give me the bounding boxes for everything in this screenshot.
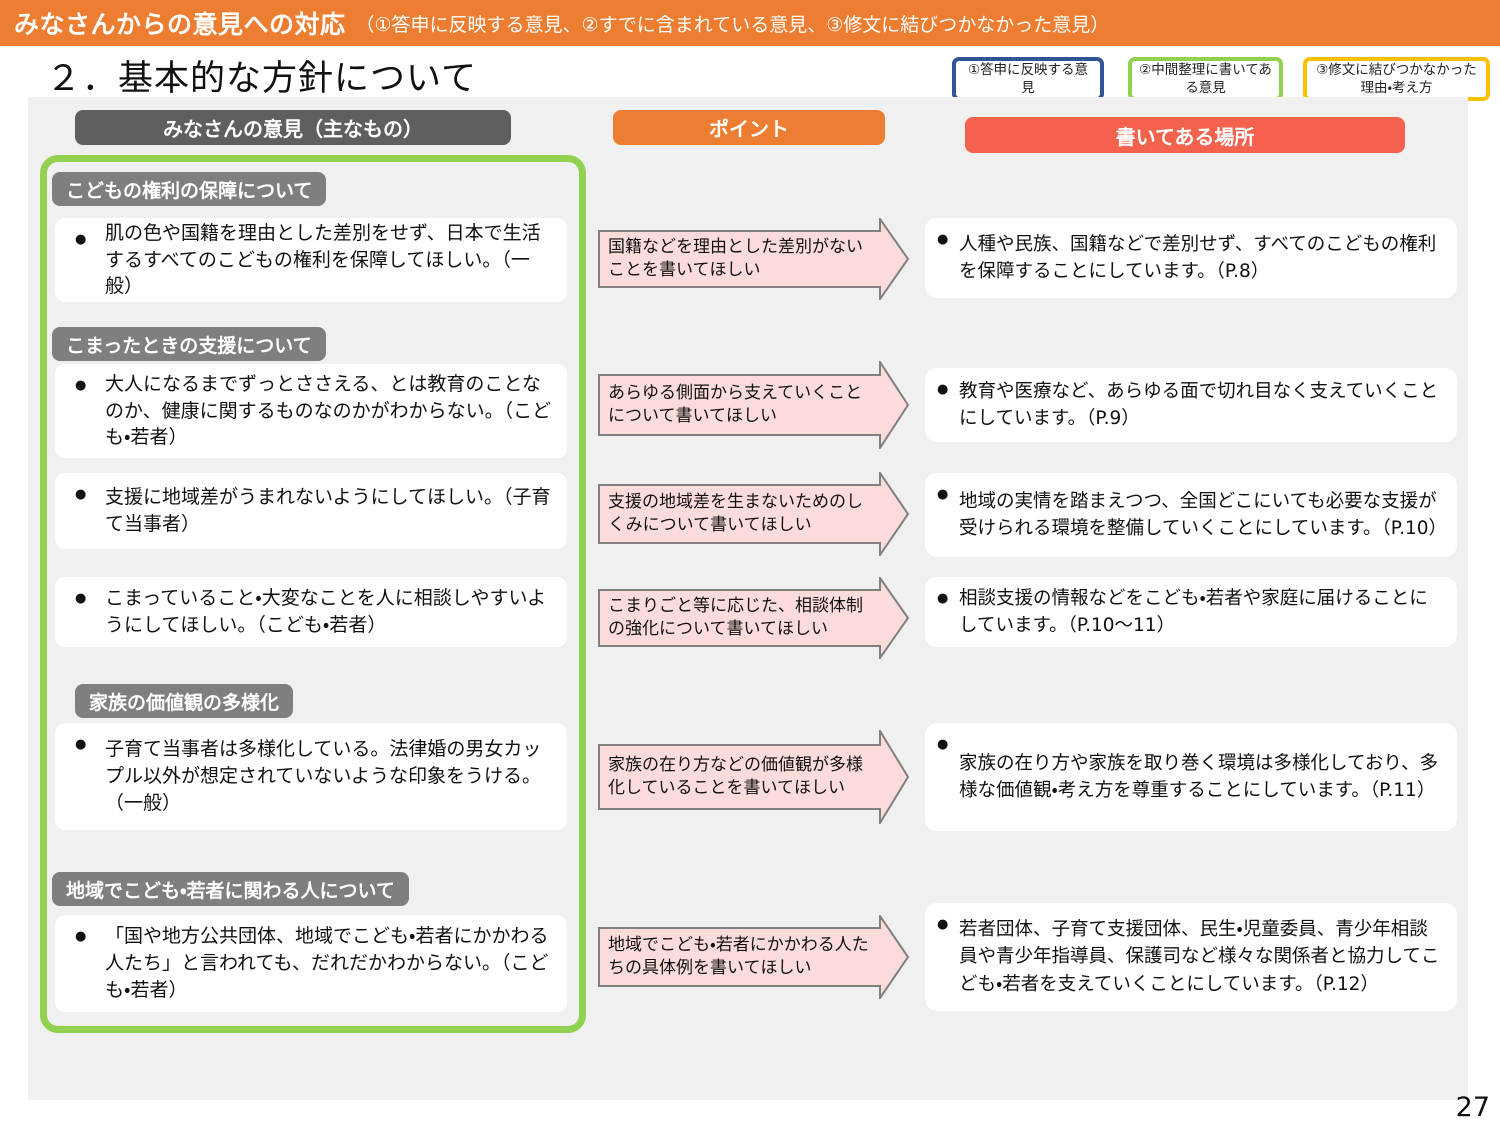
opinion-box: ● 「国や地方公共団体、地域でこども・若者にかかわる人たち」と言われても、だれだ…	[55, 915, 567, 1012]
bullet-icon: ●	[75, 737, 87, 752]
column-header-points: ポイント	[613, 110, 885, 145]
arrow-shape-icon	[598, 577, 910, 659]
bullet-icon: ●	[937, 232, 949, 247]
point-arrow: 支援の地域差を生まないためのしくみについて書いてほしい	[598, 472, 910, 556]
answer-text: 若者団体、子育て支援団体、民生・児童委員、青少年相談員や青少年指導員、保護司など…	[959, 918, 1440, 995]
top-banner: みなさんからの意見への対応 （①答申に反映する意見、②すでに含まれている意見、③…	[0, 0, 1500, 46]
answer-text: 家族の在り方や家族を取り巻く環境は多様化しており、多様な価値観・考え方を尊重する…	[959, 752, 1439, 801]
section-header-support-in-trouble: こまったときの支援について	[52, 327, 326, 361]
opinion-box: ● 肌の色や国籍を理由とした差別をせず、日本で生活するすべてのこどもの権利を保障…	[55, 218, 567, 302]
opinion-text: 「国や地方公共団体、地域でこども・若者にかかわる人たち」と言われても、だれだかわ…	[105, 925, 549, 1001]
point-text: こまりごと等に応じた、相談体制の強化について書いてほしい	[608, 596, 863, 639]
page-number: 27	[1455, 1092, 1490, 1123]
point-arrow: こまりごと等に応じた、相談体制の強化について書いてほしい	[598, 577, 910, 659]
banner-title: みなさんからの意見への対応	[14, 10, 346, 39]
arrow-shape-icon	[598, 361, 910, 449]
opinion-box: ● 子育て当事者は多様化している。法律婚の男女カップル以外が想定されていないよう…	[55, 723, 567, 830]
point-text: 家族の在り方などの価値観が多様化していることを書いてほしい	[608, 755, 863, 798]
arrow-shape-icon	[598, 472, 910, 556]
opinion-text: 支援に地域差がうまれないようにしてほしい。（子育て当事者）	[105, 486, 551, 535]
bullet-icon: ●	[937, 382, 949, 397]
answer-text: 地域の実情を踏まえつつ、全国どこにいても必要な支援が受けられる環境を整備していく…	[959, 490, 1447, 539]
bullet-icon: ●	[75, 378, 87, 393]
section-header-child-rights: こどもの権利の保障について	[52, 172, 327, 206]
point-text: 支援の地域差を生まないためのしくみについて書いてほしい	[608, 492, 863, 535]
answer-box: ● 若者団体、子育て支援団体、民生・児童委員、青少年相談員や青少年指導員、保護司…	[925, 903, 1457, 1011]
arrow-shape-icon	[598, 730, 910, 824]
answer-box: ● 地域の実情を踏まえつつ、全国どこにいても必要な支援が受けられる環境を整備して…	[925, 473, 1457, 557]
point-text: 地域でこども・若者にかかわる人たちの具体例を書いてほしい	[608, 935, 869, 978]
point-arrow: 家族の在り方などの価値観が多様化していることを書いてほしい	[598, 730, 910, 824]
arrow-shape-icon	[598, 915, 910, 999]
point-text: あらゆる側面から支えていくことについて書いてほしい	[608, 383, 863, 426]
opinion-box: ● 支援に地域差がうまれないようにしてほしい。（子育て当事者）	[55, 473, 567, 549]
opinion-text: 子育て当事者は多様化している。法律婚の男女カップル以外が想定されていないような印…	[105, 738, 542, 814]
bullet-icon: ●	[937, 591, 949, 606]
column-header-opinions: みなさんの意見（主なもの）	[75, 110, 511, 145]
answer-text: 教育や医療など、あらゆる面で切れ目なく支えていくことにしています。（P.9）	[959, 380, 1439, 429]
page-title: ２．基本的な方針について	[46, 59, 477, 99]
section-header-local-people: 地域でこども・若者に関わる人について	[52, 872, 409, 906]
legend-interim-report-opinions: ②中間整理に書いてある意見	[1128, 57, 1283, 101]
bullet-icon: ●	[937, 487, 949, 502]
point-arrow: 国籍などを理由とした差別がないことを書いてほしい	[598, 218, 910, 300]
opinions-frame	[40, 155, 586, 1033]
bullet-icon: ●	[75, 929, 87, 944]
bullet-icon: ●	[937, 917, 949, 932]
opinion-text: 肌の色や国籍を理由とした差別をせず、日本で生活するすべてのこどもの権利を保障して…	[105, 221, 541, 298]
answer-text: 人種や民族、国籍などで差別せず、すべてのこどもの権利を保障することにしています。…	[959, 233, 1437, 282]
opinion-text: こまっていること・大変なことを人に相談しやすいようにしてほしい。（こども・若者）	[105, 587, 547, 636]
answer-box: ● 家族の在り方や家族を取り巻く環境は多様化しており、多様な価値観・考え方を尊重…	[925, 723, 1457, 831]
banner-subtitle: （①答申に反映する意見、②すでに含まれている意見、③修文に結びつかなかった意見）	[355, 13, 1110, 36]
answer-box: ● 人種や民族、国籍などで差別せず、すべてのこどもの権利を保障することにしていま…	[925, 218, 1457, 298]
legend-not-incorporated-opinions: ③修文に結びつかなかった理由・考え方	[1303, 57, 1490, 101]
point-arrow: 地域でこども・若者にかかわる人たちの具体例を書いてほしい	[598, 915, 910, 999]
bullet-icon: ●	[75, 591, 87, 606]
bullet-icon: ●	[75, 232, 87, 247]
section-header-family-values: 家族の価値観の多様化	[75, 684, 294, 718]
answer-box: ● 相談支援の情報などをこども・若者や家庭に届けることにしています。（P.10〜…	[925, 577, 1457, 647]
opinion-box: ● 大人になるまでずっとささえる、とは教育のことなのか、健康に関するものなのかが…	[55, 364, 567, 458]
arrow-shape-icon	[598, 218, 910, 300]
answer-box: ● 教育や医療など、あらゆる面で切れ目なく支えていくことにしています。（P.9）	[925, 368, 1457, 442]
opinion-text: 大人になるまでずっとささえる、とは教育のことなのか、健康に関するものなのかがわか…	[105, 372, 552, 449]
bullet-icon: ●	[937, 737, 949, 752]
point-arrow: あらゆる側面から支えていくことについて書いてほしい	[598, 361, 910, 449]
legend-reflected-opinions: ①答申に反映する意見	[952, 57, 1104, 101]
bullet-icon: ●	[75, 487, 87, 502]
column-header-location: 書いてある場所	[965, 117, 1405, 153]
answer-text: 相談支援の情報などをこども・若者や家庭に届けることにしています。（P.10〜11…	[959, 587, 1428, 636]
point-text: 国籍などを理由とした差別がないことを書いてほしい	[608, 237, 863, 280]
opinion-box: ● こまっていること・大変なことを人に相談しやすいようにしてほしい。（こども・若…	[55, 577, 567, 647]
